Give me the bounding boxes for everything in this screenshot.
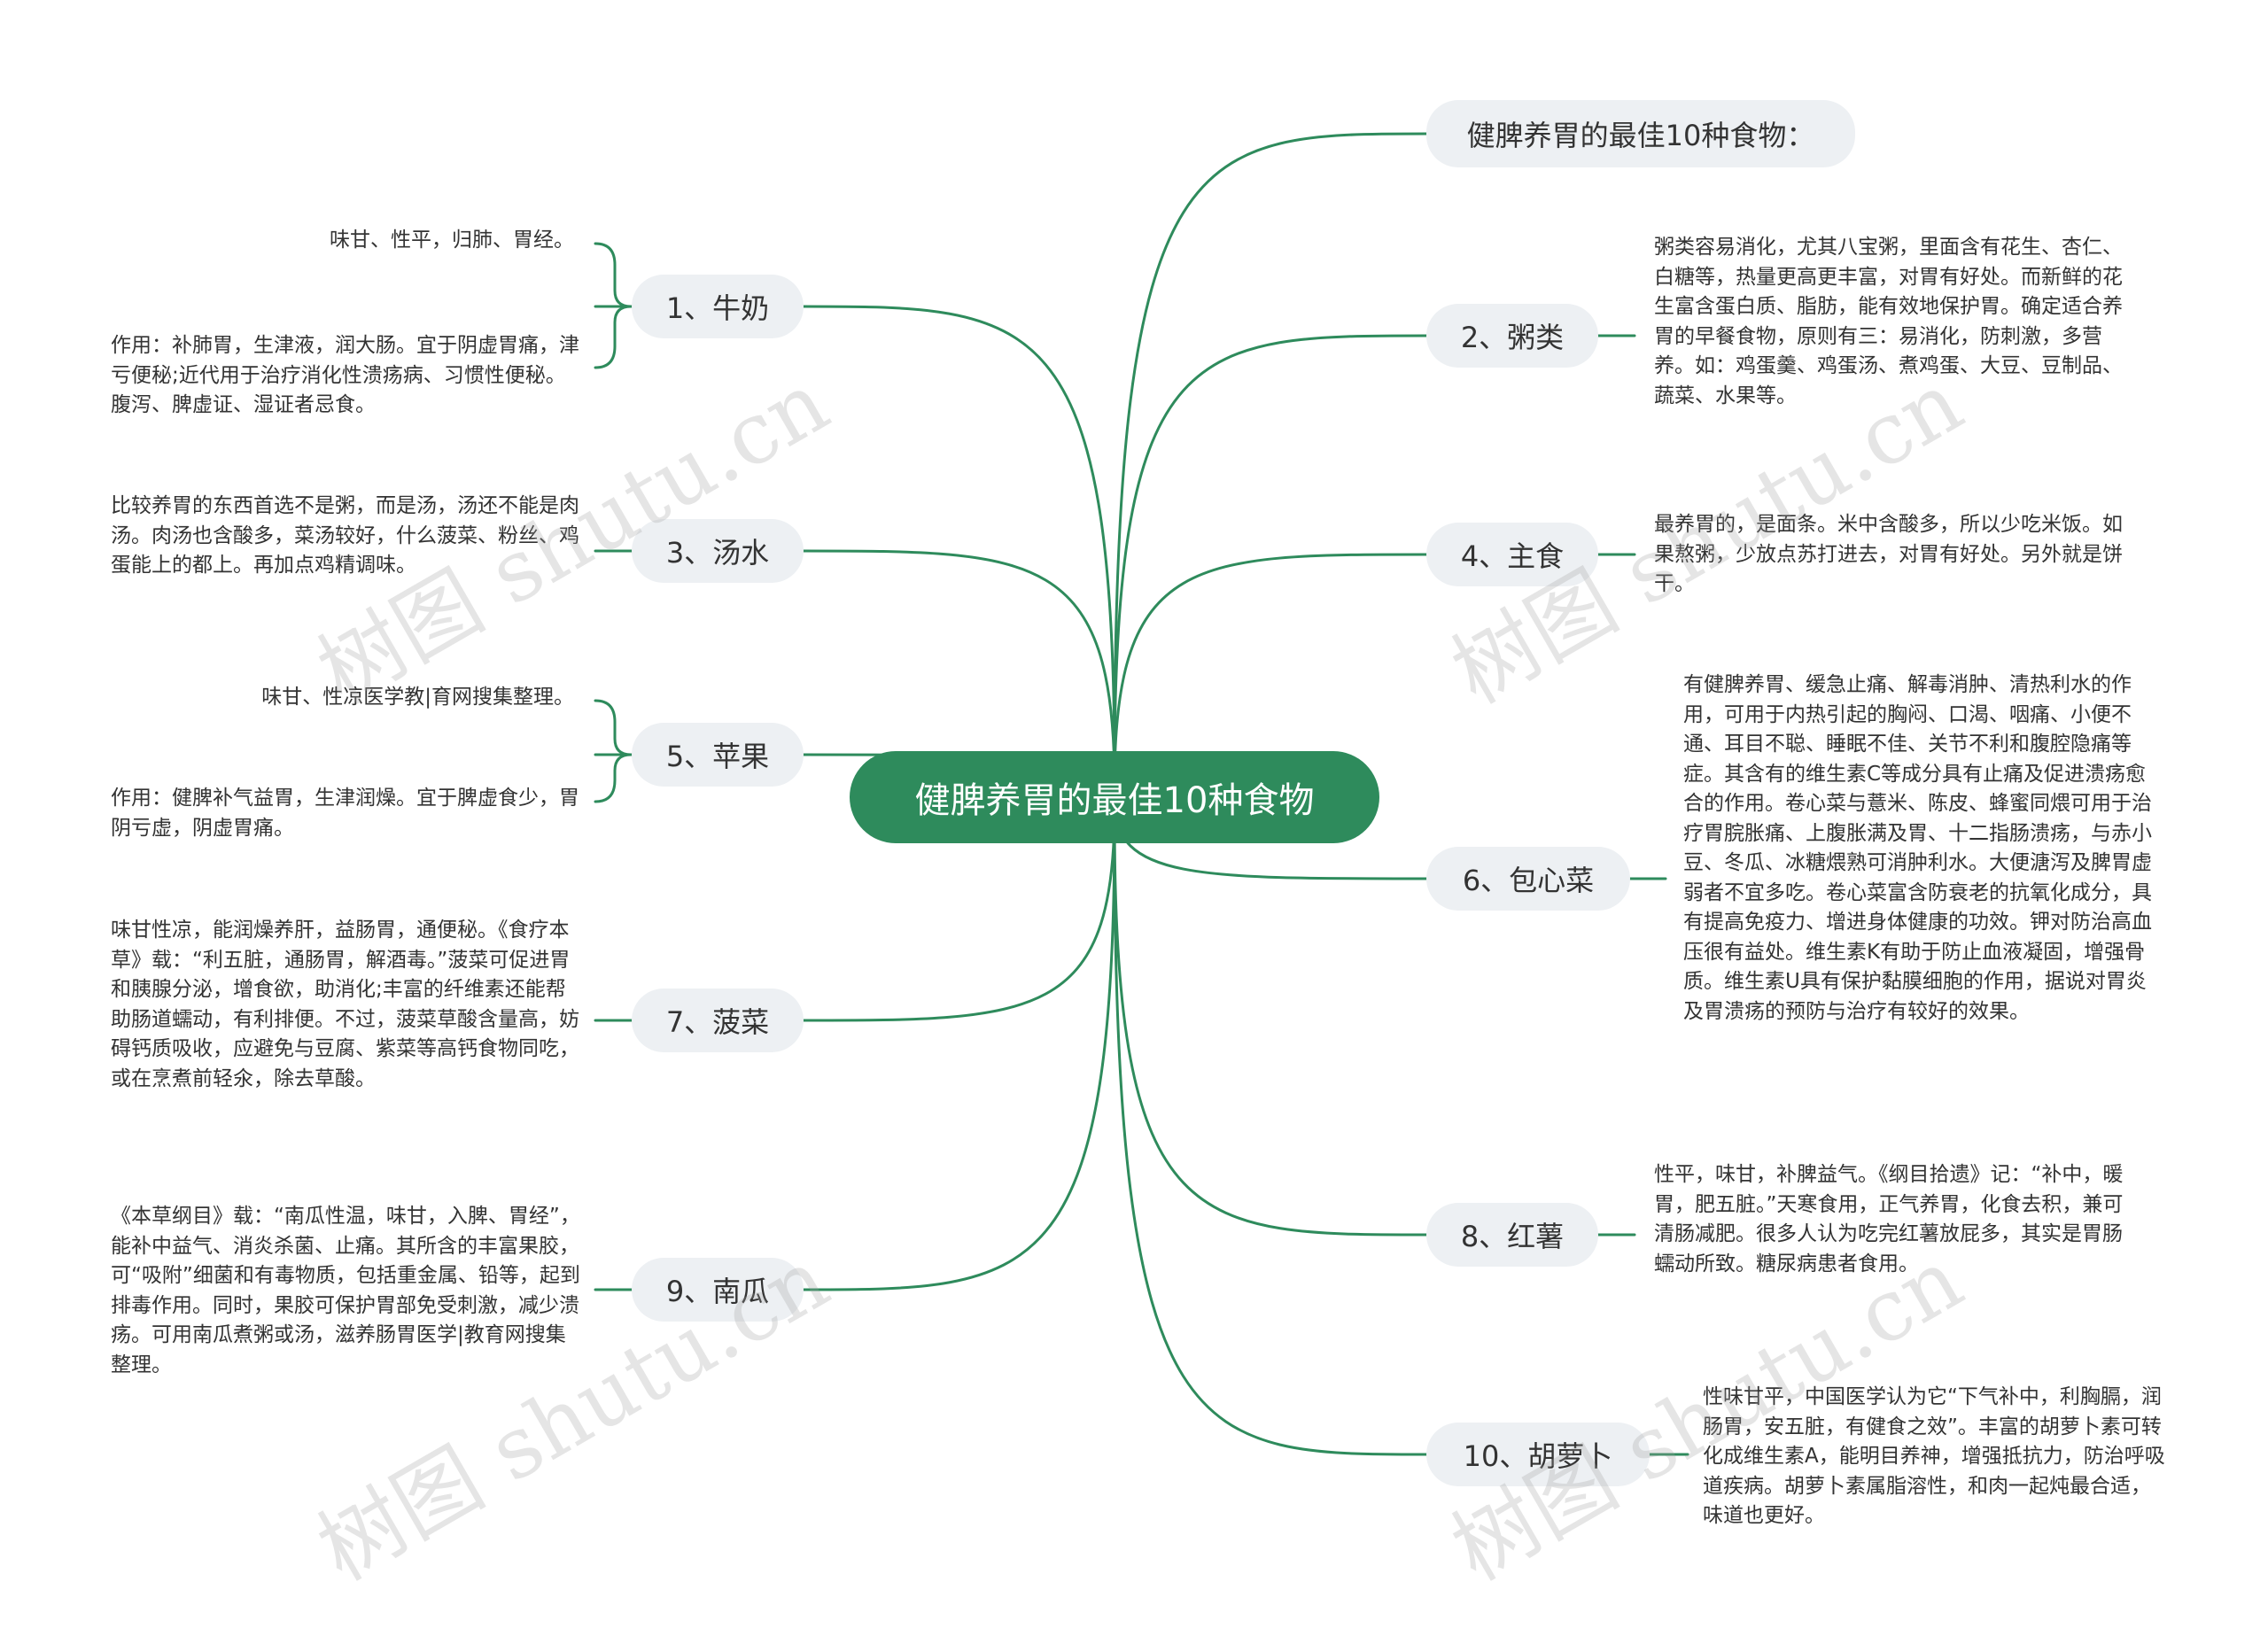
note-milk-effect: 作用：补肺胃，生津液，润大肠。宜于阴虚胃痛，津亏便秘;近代用于治疗消化性溃疡病、…	[111, 334, 579, 416]
note-soup: 比较养胃的东西首选不是粥，而是汤，汤还不能是肉汤。肉汤也含酸多，菜汤较好，什么菠…	[111, 494, 579, 577]
topic-cabbage[interactable]: 6、包心菜	[1426, 847, 1630, 911]
topic-pumpkin[interactable]: 9、南瓜	[632, 1258, 804, 1322]
note-pumpkin: 《本草纲目》载：“南瓜性温，味甘，入脾、胃经”，能补中益气、消炎杀菌、止痛。其所…	[111, 1205, 580, 1376]
connector-right-4	[1113, 818, 1428, 1237]
connector-right-5	[1113, 828, 1428, 1456]
topic-title[interactable]: 健脾养胃的最佳10种食物：	[1426, 100, 1855, 167]
topic-apple[interactable]: 5、苹果	[632, 723, 804, 787]
note-apple-effect: 作用：健脾补气益胃，生津润燥。宜于脾虚食少，胃阴亏虚，阴虚胃痛。	[111, 787, 579, 840]
topic-spinach[interactable]: 7、菠菜	[632, 989, 804, 1052]
note-spinach: 味甘性凉，能润燥养肝，益肠胃，通便秘。《食疗本草》载：“利五脏，通肠胃，解酒毒。…	[111, 919, 579, 1090]
connector-left-0	[802, 305, 1116, 774]
connector-left-3	[802, 807, 1116, 1022]
note-apple-nature: 味甘、性凉医学教|育网搜集整理。	[261, 686, 574, 709]
note-staple: 最养胃的，是面条。米中含酸多，所以少吃米饭。如果熬粥，少放点苏打进去，对胃有好处…	[1654, 513, 2123, 595]
note-carrot: 性味甘平，中国医学认为它“下气补中，利胸膈，润肠胃，安五脏，有健食之效”。丰富的…	[1703, 1385, 2165, 1527]
central-topic[interactable]: 健脾养胃的最佳10种食物	[850, 751, 1379, 843]
note-porridge: 粥类容易消化，尤其八宝粥，里面含有花生、杏仁、白糖等，热量更高更丰富，对胃有好处…	[1654, 236, 2123, 407]
connector-left-4	[802, 820, 1116, 1291]
bracket-milk	[594, 242, 633, 369]
topic-milk[interactable]: 1、牛奶	[632, 275, 804, 338]
connector-left-1	[802, 549, 1116, 787]
connector-right-2	[1113, 553, 1428, 787]
topic-sweet-potato[interactable]: 8、红薯	[1426, 1203, 1598, 1267]
note-milk-nature: 味甘、性平，归肺、胃经。	[330, 229, 574, 252]
topic-soup[interactable]: 3、汤水	[632, 519, 804, 583]
connector-right-1	[1113, 334, 1428, 776]
note-cabbage: 有健脾养胃、缓急止痛、解毒消肿、清热利水的作用，可用于内热引起的胸闷、口渴、咽痛…	[1683, 673, 2152, 1023]
topic-staple[interactable]: 4、主食	[1426, 523, 1598, 586]
topic-porridge[interactable]: 2、粥类	[1426, 304, 1598, 368]
connector-right-0	[1113, 132, 1428, 766]
bracket-apple	[594, 699, 633, 803]
note-sweet-potato: 性平，味甘，补脾益气。《纲目拾遗》记：“补中，暖胃，肥五脏。”天寒食用，正气养胃…	[1654, 1163, 2124, 1275]
topic-carrot[interactable]: 10、胡萝卜	[1426, 1423, 1650, 1486]
